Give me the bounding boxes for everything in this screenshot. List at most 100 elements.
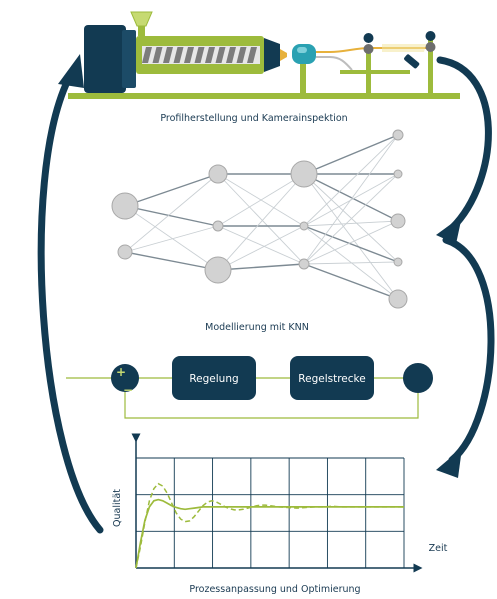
nn-connection: [303, 173, 399, 300]
nn-connection: [303, 220, 399, 265]
screw-flight: [226, 47, 236, 63]
extrusion-line: [68, 11, 460, 99]
screw-flight: [173, 47, 184, 63]
hopper-neck: [138, 26, 145, 36]
chart-series-line-dashed: [135, 482, 404, 569]
camera-post-2: [428, 40, 433, 93]
nn-connection: [303, 173, 399, 265]
caption-model: Modellierung mit KNN: [205, 322, 309, 333]
nn-connection: [217, 173, 305, 271]
nn-connection: [217, 225, 305, 271]
screw-flight: [194, 47, 205, 63]
nn-connection: [303, 173, 399, 263]
nn-neuron: [392, 129, 404, 141]
drive-unit: [84, 25, 126, 93]
chart-series-line-solid: [135, 498, 404, 569]
light-beam: [382, 44, 426, 52]
calibration-tank-highlight: [297, 47, 307, 53]
nn-connection: [303, 134, 399, 265]
nn-connection: [124, 173, 219, 253]
nn-connection: [303, 173, 399, 222]
camera-post-1: [366, 46, 371, 93]
screw-flight: [247, 47, 257, 63]
nn-connection: [124, 225, 219, 253]
screw-flight: [152, 47, 163, 63]
arrow-extrusion-to-model-head: [436, 216, 462, 244]
support-bar: [340, 70, 410, 74]
nn-connection: [303, 225, 399, 263]
nn-connection: [303, 225, 399, 300]
neural-network: [111, 129, 408, 309]
controller-block: [172, 356, 256, 400]
plant-block-label: Regelstrecke: [298, 373, 365, 385]
nn-neuron: [212, 220, 224, 232]
nn-neuron: [390, 213, 406, 229]
camera-2-icon: [425, 31, 436, 41]
nn-connection: [303, 220, 399, 227]
quality-chart: Qualität Zeit: [112, 433, 448, 573]
die-tip: [280, 49, 287, 61]
arrow-optimization-to-extrusion: [37, 76, 104, 534]
drive-unit-front: [122, 30, 136, 88]
extrusion-die: [264, 38, 280, 72]
nn-connection: [124, 173, 219, 207]
nn-neuron: [298, 258, 310, 270]
nn-neuron: [208, 164, 228, 184]
nn-connection: [217, 173, 305, 265]
camera-2b-icon: [425, 42, 436, 52]
arrow-optimization-to-extrusion-head: [58, 54, 84, 88]
camera-1b-icon: [363, 44, 374, 54]
nn-connection: [124, 205, 219, 227]
caption-extrusion: Profilherstellung und Kamerainspektion: [160, 113, 347, 124]
nn-neuron: [117, 244, 133, 260]
caption-optimization: Prozessanpassung und Optimierung: [189, 584, 360, 595]
nn-connection: [303, 134, 399, 227]
chart-x-axis-label: Zeit: [429, 543, 448, 554]
nn-neuron: [393, 257, 403, 267]
nn-connection: [217, 263, 305, 271]
hopper-icon: [130, 11, 153, 27]
nn-neuron: [204, 256, 232, 284]
feedback-path: [124, 392, 419, 419]
nn-connection: [303, 263, 399, 300]
nn-connection: [303, 134, 399, 175]
summing-junction: [111, 364, 139, 392]
arrow-model-to-optimization-head: [436, 448, 462, 478]
screw-flights: [142, 47, 257, 63]
nn-neuron: [290, 160, 318, 188]
screw-flight: [163, 47, 173, 63]
nn-connections: [124, 134, 399, 300]
plant-block: [290, 356, 374, 400]
nn-connection: [124, 205, 219, 271]
controller-block-label: Regelung: [189, 373, 238, 385]
arrow-model-to-optimization: [442, 236, 495, 464]
summing-minus-sign: −: [123, 383, 133, 397]
summing-plus-sign: +: [116, 365, 126, 379]
inspection-camera-icon: [404, 54, 420, 69]
nn-neuron: [388, 289, 408, 309]
screw-flight: [236, 47, 247, 63]
cycle-arrows: [37, 54, 495, 534]
control-loop: + − Regelung Regelstrecke: [66, 356, 433, 419]
chart-grid: [136, 457, 405, 568]
nn-nodes: [111, 129, 408, 309]
nn-connection: [303, 261, 399, 265]
output-node: [403, 363, 433, 393]
calibration-stand: [300, 64, 306, 93]
profile-strand-lower: [316, 56, 353, 71]
nn-neuron: [393, 169, 403, 179]
screw-flight: [215, 47, 226, 63]
nn-neuron: [111, 192, 139, 220]
screw-flight: [205, 47, 215, 63]
chart-y-axis-label: Qualität: [112, 489, 123, 527]
camera-1-icon: [363, 33, 374, 43]
nn-neuron: [299, 221, 309, 231]
screw-flight: [184, 47, 194, 63]
chart-series: [135, 482, 404, 569]
screw-flight: [142, 47, 152, 63]
nn-connection: [217, 173, 305, 227]
arrow-extrusion-to-model: [436, 56, 492, 232]
nn-connection: [124, 251, 219, 271]
machine-base-rail: [68, 93, 460, 99]
